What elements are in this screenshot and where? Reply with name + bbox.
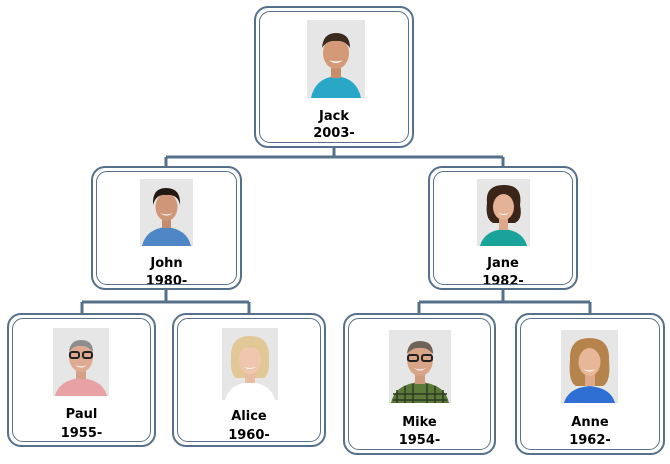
person-card-paul: Paul 1955- [7,313,156,447]
person-card-alice: Alice 1960- [172,313,326,447]
portrait-photo-icon [561,330,618,403]
person-name: Paul [65,407,98,422]
person-years: 1982- [482,274,524,289]
person-name: Anne [571,415,609,430]
portrait-photo-icon [477,179,530,246]
portrait-photo-icon [53,328,109,396]
person-card-jack: Jack 2003- [254,6,414,148]
person-name: Jack [319,109,349,124]
person-card-john: John 1980- [91,166,242,290]
person-years: 1962- [569,433,611,448]
portrait-photo-icon [140,179,193,246]
person-years: 1954- [398,433,441,448]
person-years: 1980- [145,274,188,289]
person-years: 1960- [228,428,270,443]
portrait-photo-icon [389,330,451,403]
person-name: Alice [231,409,267,424]
person-name: Jane [487,256,519,271]
person-card-jane: Jane 1982- [428,166,578,290]
person-card-mike: Mike 1954- [343,313,496,455]
portrait-photo-icon [222,328,278,400]
person-years: 1955- [60,426,103,441]
person-name: Mike [402,415,437,430]
person-name: John [150,256,183,271]
person-card-anne: Anne 1962- [515,313,665,455]
portrait-photo-icon [307,20,365,98]
person-years: 2003- [313,126,355,141]
